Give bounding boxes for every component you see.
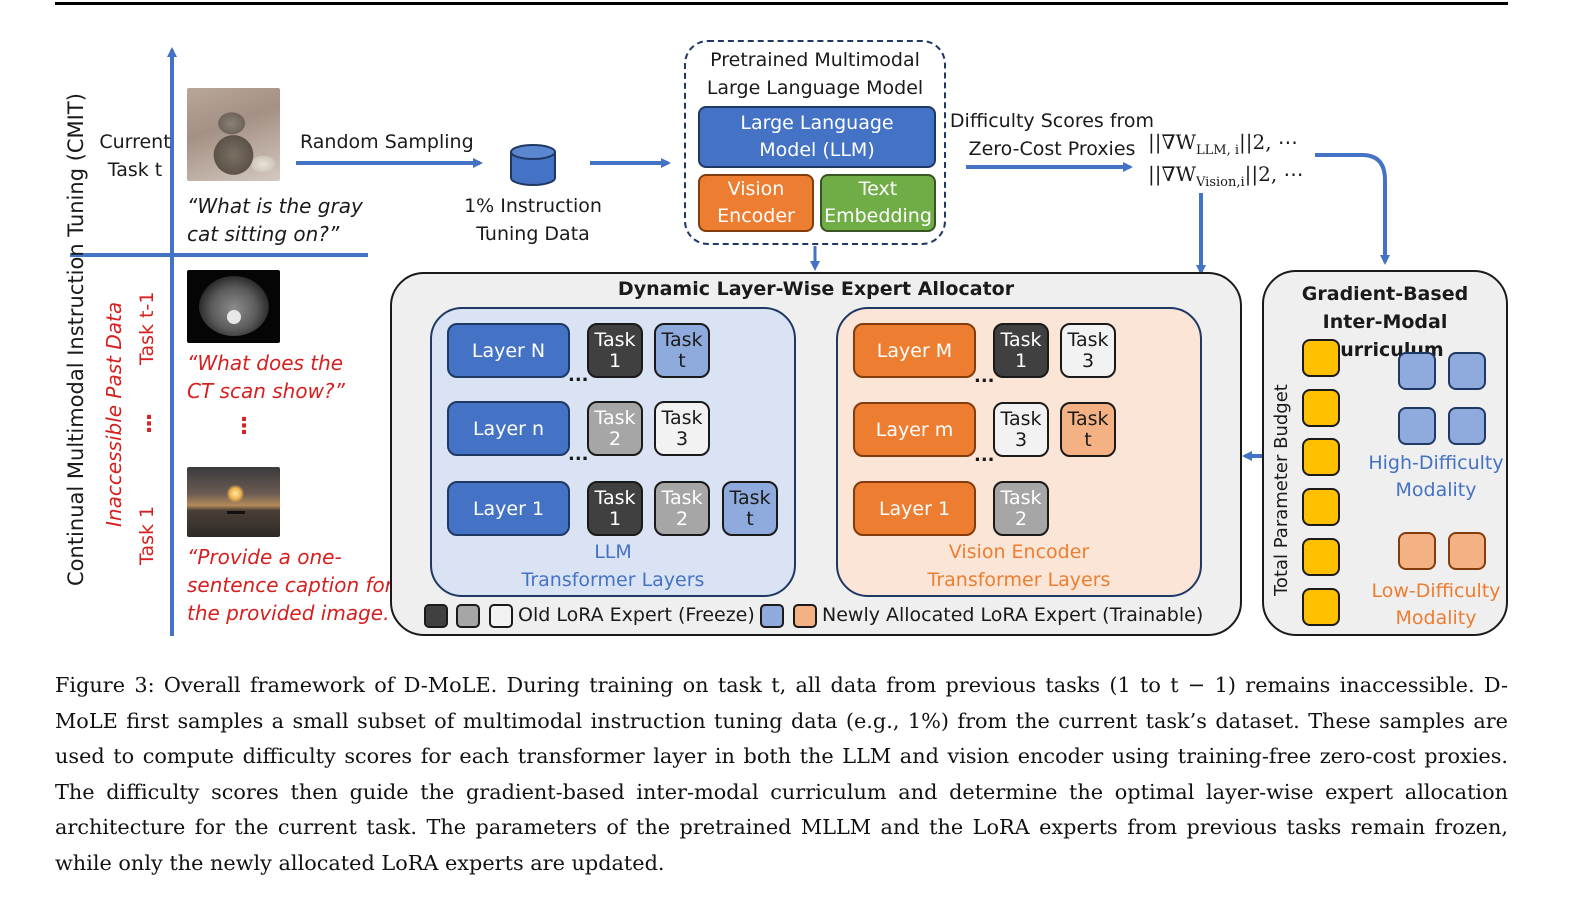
vision-encoder-box: Vision Encoder — [698, 174, 814, 232]
curriculum-title: Gradient-Based Inter-Modal Curriculum — [1301, 283, 1469, 361]
llm-layer-n: Layer n — [447, 401, 570, 456]
vision-layer-1: Layer 1 — [853, 481, 976, 536]
vdots-images: ⋮ — [233, 414, 255, 439]
llm-1-task-2: Task 2 — [654, 481, 710, 536]
llm-N-task-1: Task 1 — [587, 323, 643, 378]
legend-swatch-blue — [760, 604, 784, 628]
budget-block-4 — [1302, 488, 1340, 526]
low-difficulty-label: Low-Difficulty Modality — [1371, 580, 1501, 629]
budget-block-3 — [1302, 438, 1340, 476]
budget-block-2 — [1302, 389, 1340, 427]
ct-scan-image — [187, 270, 280, 343]
legend-swatch-grey — [456, 604, 480, 628]
caption-label: Figure 3: — [55, 673, 155, 697]
llm-subpanel-caption: LLM Transformer Layers — [521, 541, 705, 591]
formula-llm: ||∇WLLM, i||2, ⋯ — [1148, 130, 1298, 158]
task-t-minus-1-label: Task t-1 — [136, 291, 158, 365]
past-data-label: Inaccessible Past Data — [102, 301, 126, 527]
budget-block-1 — [1302, 339, 1340, 377]
random-sampling-label: Random Sampling — [300, 131, 474, 153]
legend-new-label: Newly Allocated LoRA Expert (Trainable) — [822, 604, 1204, 626]
llm-layer-1: Layer 1 — [447, 481, 570, 536]
llm-1-task-t: Task t — [722, 481, 778, 536]
vis-M-task-1: Task 1 — [993, 323, 1049, 378]
vision-subpanel-caption: Vision Encoder Transformer Layers — [927, 541, 1111, 591]
current-task-label: Current Task t — [99, 131, 171, 181]
vdots-tasks: ⋮ — [138, 412, 160, 437]
data-label: 1% Instruction Tuning Data — [464, 195, 602, 245]
vision-layer-M: Layer M — [853, 323, 976, 378]
llm-n-task-3: Task 3 — [654, 401, 710, 456]
llm-ellipsis-1: ... — [568, 365, 589, 386]
caption-body: Overall framework of D-MoLE. During trai… — [55, 673, 1508, 875]
vis-m-task-t: Task t — [1060, 402, 1116, 457]
llm-N-task-t: Task t — [654, 323, 710, 378]
mllm-title: Pretrained Multimodal Large Language Mod… — [706, 49, 924, 99]
proxies-label: Difficulty Scores from Zero-Cost Proxies — [949, 110, 1155, 160]
vis-1-task-2: Task 2 — [993, 481, 1049, 536]
figure-caption: Figure 3: Overall framework of D-MoLE. D… — [55, 668, 1508, 882]
allocator-title: Dynamic Layer-Wise Expert Allocator — [617, 278, 1015, 300]
vision-layer-m: Layer m — [853, 402, 976, 457]
legend-swatch-orange — [793, 604, 817, 628]
llm-n-task-2: Task 2 — [587, 401, 643, 456]
low-block-2 — [1448, 532, 1486, 570]
legend-old-label: Old LoRA Expert (Freeze) — [518, 604, 755, 626]
high-block-1 — [1398, 352, 1436, 390]
formula-vision: ||∇WVision,i||2, ⋯ — [1148, 162, 1304, 190]
llm-ellipsis-2: ... — [568, 444, 589, 465]
high-block-3 — [1398, 407, 1436, 445]
task-1-label: Task 1 — [136, 505, 158, 565]
llm-1-task-1: Task 1 — [587, 481, 643, 536]
high-block-2 — [1448, 352, 1486, 390]
llm-layer-N: Layer N — [447, 323, 570, 378]
budget-block-5 — [1302, 538, 1340, 576]
database-icon — [510, 144, 556, 186]
cat-image — [187, 88, 280, 181]
vision-ellipsis-1: ... — [974, 366, 995, 387]
legend-swatch-white — [489, 604, 513, 628]
sunset-image — [187, 467, 280, 537]
high-difficulty-label: High-Difficulty Modality — [1368, 452, 1504, 501]
question-caption: “Provide a one- sentence caption for the… — [187, 545, 400, 625]
vis-m-task-3: Task 3 — [993, 402, 1049, 457]
low-block-1 — [1398, 532, 1436, 570]
text-embedding-box: Text Embedding — [820, 174, 936, 232]
high-block-4 — [1448, 407, 1486, 445]
budget-label: Total Parameter Budget — [1271, 384, 1292, 596]
budget-block-6 — [1302, 588, 1340, 626]
question-ct: “What does the CT scan show?” — [187, 351, 345, 403]
llm-box: Large Language Model (LLM) — [698, 106, 936, 168]
arrow-to-curriculum — [1315, 153, 1390, 265]
vision-ellipsis-2: ... — [974, 445, 995, 466]
question-current: “What is the gray cat sitting on?” — [187, 194, 363, 246]
mllm-container — [684, 40, 946, 245]
top-rule — [55, 2, 1508, 5]
legend-swatch-dark — [424, 604, 448, 628]
vis-M-task-3: Task 3 — [1060, 323, 1116, 378]
cmit-axis-label: Continual Multimodal Instruction Tuning … — [64, 93, 88, 586]
